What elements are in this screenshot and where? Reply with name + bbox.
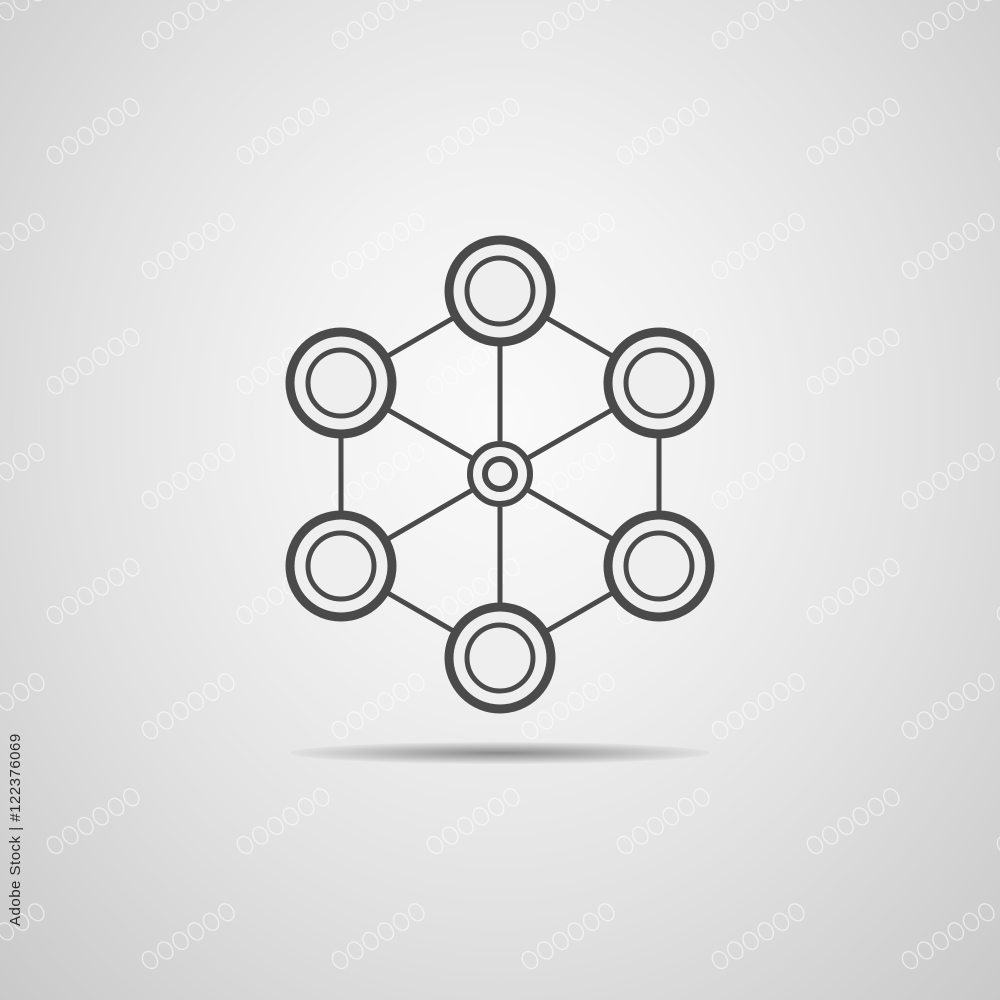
node-inner-ring-upper-right: [623, 347, 695, 419]
node-inner-ring-top: [464, 255, 536, 327]
center-node-inner-ring: [482, 456, 518, 492]
node-outer-ring-upper-right: [603, 327, 715, 439]
node-inner-ring-bottom: [464, 622, 536, 694]
stock-id-label: Adobe Stock | #122376069: [7, 733, 24, 926]
icon-shadow: [290, 742, 710, 764]
node-outer-ring-upper-left: [285, 327, 397, 439]
node-backdrop-upper-right: [604, 328, 714, 438]
center-node-outer-ring: [467, 441, 533, 507]
node-inner-ring-lower-left: [305, 530, 377, 602]
node-backdrop-lower-right: [604, 511, 714, 621]
node-inner-ring-upper-left: [305, 347, 377, 419]
center-node-backdrop: [467, 441, 533, 507]
node-backdrop-upper-left: [286, 328, 396, 438]
node-outer-ring-lower-right: [603, 510, 715, 622]
node-outer-ring-lower-left: [285, 510, 397, 622]
node-backdrop-bottom: [445, 603, 555, 713]
node-outer-ring-top: [444, 235, 556, 347]
node-backdrop-lower-left: [286, 511, 396, 621]
node-backdrop-top: [445, 236, 555, 346]
network-nodes: [285, 235, 715, 714]
node-inner-ring-lower-right: [623, 530, 695, 602]
node-outer-ring-bottom: [444, 602, 556, 714]
